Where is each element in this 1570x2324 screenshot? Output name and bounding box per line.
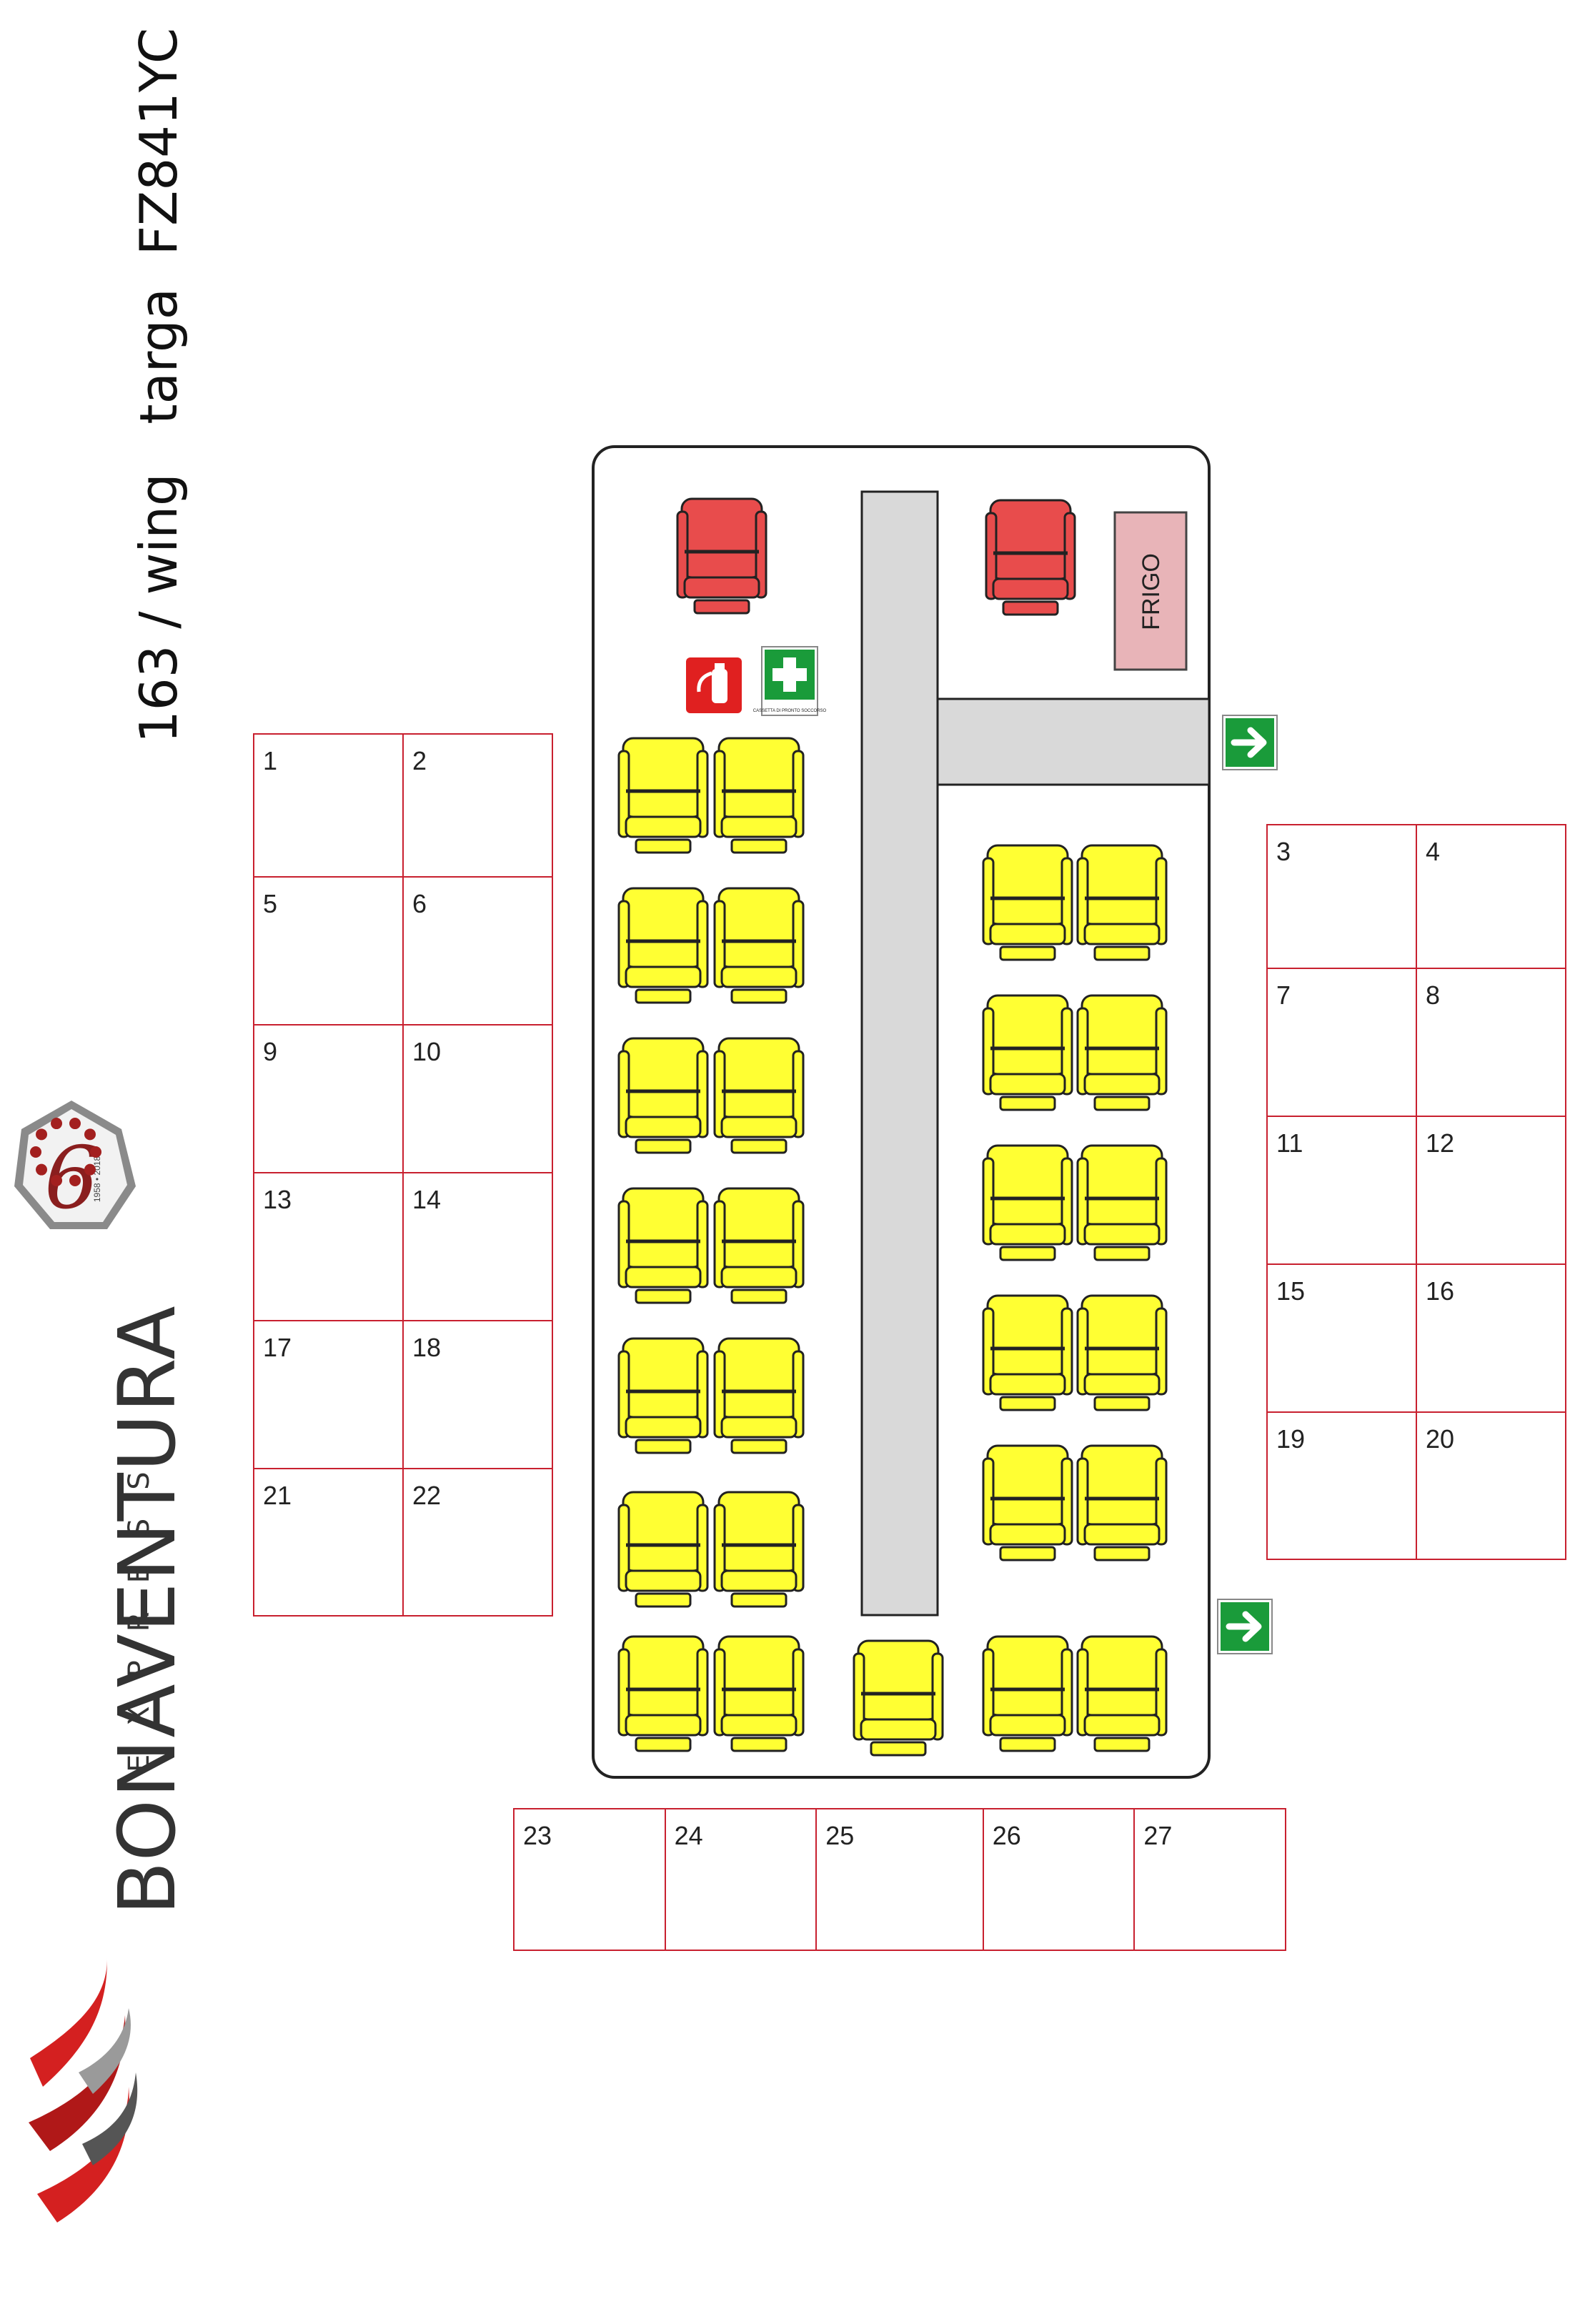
passenger-seat bbox=[982, 1144, 1073, 1261]
seat-cell: 24 bbox=[664, 1808, 818, 1951]
seat-cell: 22 bbox=[402, 1468, 553, 1617]
seat-cell: 16 bbox=[1416, 1263, 1566, 1413]
exit-arrow-icon bbox=[1217, 1599, 1273, 1654]
passenger-seat bbox=[982, 844, 1073, 961]
logo-swoosh bbox=[29, 1958, 138, 2223]
badge-star-icon bbox=[30, 1146, 41, 1158]
crew-seat bbox=[985, 499, 1076, 616]
seat-cell: 5 bbox=[253, 876, 404, 1026]
passenger-seat bbox=[853, 1639, 944, 1757]
passenger-seat bbox=[1076, 1444, 1168, 1561]
fire-extinguisher-icon bbox=[686, 657, 742, 713]
passenger-seat bbox=[617, 1491, 709, 1608]
seat-cell: 26 bbox=[982, 1808, 1136, 1951]
seat-cell: 11 bbox=[1266, 1116, 1417, 1265]
passenger-seat bbox=[713, 1491, 805, 1608]
passenger-seat bbox=[982, 1444, 1073, 1561]
seat-cell: 3 bbox=[1266, 824, 1417, 969]
passenger-seat bbox=[713, 1337, 805, 1454]
passenger-seat bbox=[1076, 1144, 1168, 1261]
seat-cell: 1 bbox=[253, 733, 404, 878]
seat-cell: 2 bbox=[402, 733, 553, 878]
seat-cell: 17 bbox=[253, 1320, 404, 1469]
badge-star-icon bbox=[84, 1163, 96, 1176]
brand-wordmark: BONAVENTURA EXPRESS bbox=[0, 1058, 193, 2315]
seat-cell: 7 bbox=[1266, 968, 1417, 1117]
passenger-seat bbox=[617, 737, 709, 854]
seat-cell: 6 bbox=[402, 876, 553, 1026]
passenger-seat bbox=[713, 1635, 805, 1752]
seat-cell: 8 bbox=[1416, 968, 1566, 1117]
anniversary-badge: 6 1958 • 2018 bbox=[14, 1101, 136, 1229]
seat-cell: 9 bbox=[253, 1024, 404, 1173]
seat-cell: 15 bbox=[1266, 1263, 1417, 1413]
badge-star-icon bbox=[36, 1128, 48, 1141]
seat-cell: 25 bbox=[815, 1808, 984, 1951]
passenger-seat bbox=[1076, 994, 1168, 1111]
passenger-seat bbox=[713, 1187, 805, 1304]
seat-cell: 27 bbox=[1133, 1808, 1286, 1951]
seat-cell: 18 bbox=[402, 1320, 553, 1469]
passenger-seat bbox=[713, 1037, 805, 1154]
badge-star-icon bbox=[51, 1174, 63, 1186]
passenger-seat bbox=[1076, 844, 1168, 961]
seat-cell: 4 bbox=[1416, 824, 1566, 969]
table-row: 23 24 25 26 27 bbox=[513, 1808, 1286, 1951]
driver-seat bbox=[676, 497, 767, 615]
aisle bbox=[860, 490, 939, 1617]
frigo-box bbox=[1113, 511, 1188, 671]
passenger-seat bbox=[617, 1187, 709, 1304]
badge-star-icon bbox=[90, 1146, 101, 1158]
passenger-seat bbox=[617, 1037, 709, 1154]
first-aid-icon: CASSETTA DI PRONTO SOCCORSO bbox=[753, 646, 827, 716]
seat-cell: 21 bbox=[253, 1468, 404, 1617]
passenger-seat bbox=[617, 887, 709, 1004]
passenger-seat bbox=[713, 887, 805, 1004]
seat-cell: 12 bbox=[1416, 1116, 1566, 1265]
entry-step bbox=[936, 697, 1211, 786]
seat-cell: 10 bbox=[402, 1024, 553, 1173]
seat-cell: 13 bbox=[253, 1172, 404, 1321]
seat-cell: 14 bbox=[402, 1172, 553, 1321]
passenger-seat bbox=[982, 1635, 1073, 1752]
badge-star-icon bbox=[69, 1174, 81, 1186]
passenger-seat bbox=[982, 994, 1073, 1111]
badge-star-icon bbox=[69, 1118, 81, 1130]
badge-star-icon bbox=[51, 1118, 63, 1130]
seat-cell: 20 bbox=[1416, 1411, 1566, 1560]
brand-sub: EXPRESS bbox=[123, 1443, 156, 1772]
passenger-seat bbox=[713, 737, 805, 854]
passenger-seat bbox=[617, 1337, 709, 1454]
seat-table-bottom: 23 24 25 26 27 bbox=[513, 1808, 1286, 1951]
passenger-seat bbox=[1076, 1294, 1168, 1411]
seat-cell: 23 bbox=[513, 1808, 666, 1951]
badge-star-icon bbox=[36, 1163, 48, 1176]
badge-star-icon bbox=[84, 1128, 96, 1141]
passenger-seat bbox=[1076, 1635, 1168, 1752]
exit-arrow-icon bbox=[1222, 715, 1278, 770]
passenger-seat bbox=[617, 1635, 709, 1752]
first-aid-caption: CASSETTA DI PRONTO SOCCORSO bbox=[753, 709, 827, 713]
frigo-label: FRIGO bbox=[1138, 553, 1165, 630]
passenger-seat bbox=[982, 1294, 1073, 1411]
seat-cell: 19 bbox=[1266, 1411, 1417, 1560]
